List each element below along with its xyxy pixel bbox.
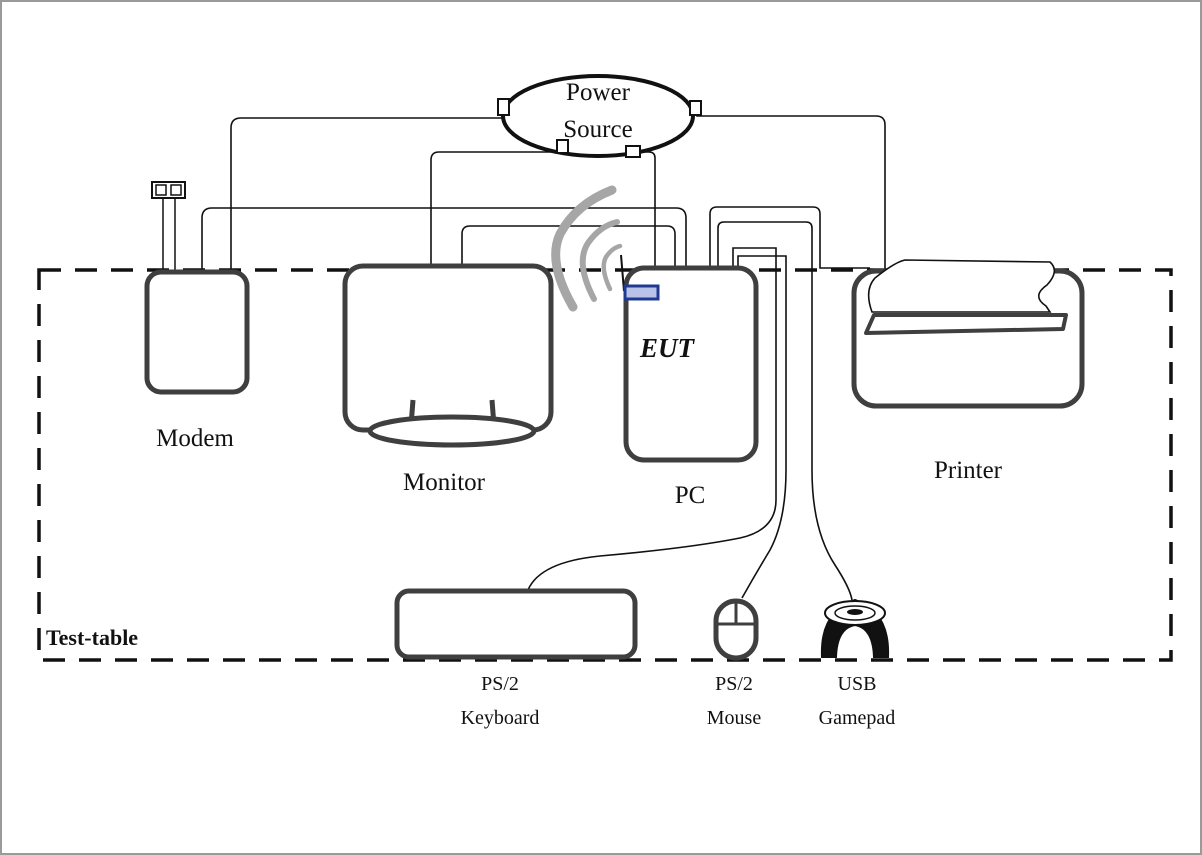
monitor-video-cable bbox=[461, 225, 676, 270]
eut-wireless-module bbox=[623, 284, 660, 301]
modem-box bbox=[144, 269, 250, 395]
modem-power-cable bbox=[230, 104, 503, 270]
power-plug-icon bbox=[497, 98, 510, 116]
printer-power-cable bbox=[696, 108, 886, 270]
power-plug-icon bbox=[625, 145, 641, 158]
test-table-boundary bbox=[37, 268, 1173, 662]
power-source-label-line1: Power bbox=[566, 79, 631, 106]
monitor-power-cable bbox=[430, 146, 563, 266]
mouse-label-line2: Mouse bbox=[707, 707, 762, 729]
monitor-icon bbox=[342, 263, 554, 448]
pc-tower bbox=[623, 265, 759, 463]
gamepad-label-line2: Gamepad bbox=[819, 707, 896, 729]
monitor-label: Monitor bbox=[403, 469, 486, 496]
mouse-label-line1: PS/2 bbox=[715, 673, 753, 695]
mouse-icon bbox=[713, 598, 759, 661]
printer-icon bbox=[851, 259, 1085, 409]
keyboard-label-line1: PS/2 bbox=[481, 673, 519, 695]
eut-label: EUT bbox=[639, 333, 696, 363]
modem-label: Modem bbox=[156, 425, 234, 452]
test-table-label: Test-table bbox=[46, 625, 138, 650]
phone-line-icon bbox=[151, 181, 186, 272]
printer-label: Printer bbox=[934, 457, 1003, 484]
mouse-cable bbox=[737, 255, 787, 599]
power-source-label-line2: Source bbox=[563, 116, 632, 143]
power-source: Power Source bbox=[497, 74, 702, 158]
pc-label: PC bbox=[675, 482, 706, 509]
power-plug-icon bbox=[556, 139, 569, 154]
gamepad-icon bbox=[820, 598, 890, 658]
gamepad-cable bbox=[717, 221, 853, 601]
pc-power-cable bbox=[636, 151, 656, 266]
modem-pc-cable bbox=[201, 207, 687, 270]
wireless-signal-icon bbox=[551, 185, 623, 312]
power-plug-icon bbox=[689, 100, 702, 116]
printer-data-cable bbox=[709, 206, 870, 269]
keyboard-label-line2: Keyboard bbox=[461, 707, 540, 729]
keyboard-cable bbox=[527, 247, 777, 591]
gamepad-label-line1: USB bbox=[838, 673, 877, 695]
keyboard-icon bbox=[394, 588, 638, 660]
